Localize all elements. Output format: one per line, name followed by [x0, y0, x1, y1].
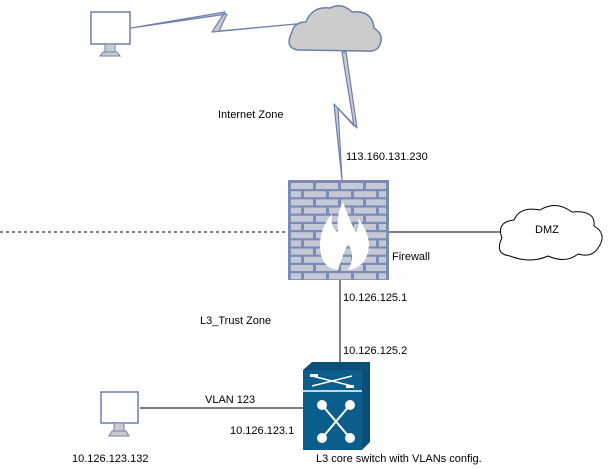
brick — [316, 215, 338, 222]
brick — [291, 265, 313, 271]
firewall-icon — [288, 180, 389, 280]
internet-zone-label: Internet Zone — [218, 109, 284, 121]
brick — [379, 207, 386, 214]
trust-zone-label: L3_Trust Zone — [200, 315, 272, 327]
dmz-label: DMZ — [535, 224, 559, 236]
brick — [329, 273, 351, 280]
vlan-label: VLAN 123 — [205, 394, 256, 406]
brick — [291, 232, 313, 239]
firewall-label: Firewall — [392, 251, 430, 263]
switch-label: L3 core switch with VLANs config. — [316, 453, 482, 465]
brick — [354, 191, 376, 198]
switch-uplink-ip-label: 10.126.125.2 — [343, 345, 408, 357]
brick — [291, 191, 301, 198]
internet-cloud-icon — [288, 5, 382, 52]
brick — [291, 207, 301, 214]
brick — [291, 240, 301, 247]
brick — [291, 199, 313, 206]
uplink-lightning — [333, 51, 358, 181]
brick — [379, 273, 386, 280]
flame-icon — [320, 202, 369, 270]
brick — [366, 183, 386, 189]
brick — [291, 256, 301, 263]
brick — [304, 256, 326, 263]
brick — [304, 273, 326, 280]
brick — [291, 183, 313, 189]
brick — [354, 224, 376, 230]
brick — [366, 199, 386, 206]
wan-link-lightning — [130, 11, 297, 33]
brick — [316, 199, 338, 206]
brick — [379, 240, 386, 247]
brick — [379, 224, 386, 230]
brick — [291, 224, 301, 230]
brick — [379, 191, 386, 198]
brick — [341, 183, 363, 189]
dmz-cloud-icon — [498, 205, 603, 261]
brick — [366, 215, 386, 222]
fw-inside-ip-label: 10.126.125.1 — [343, 292, 408, 304]
brick — [366, 265, 386, 271]
brick — [304, 207, 326, 214]
brick — [291, 273, 301, 280]
host-ip-label: 10.126.123.132 — [72, 453, 149, 465]
brick — [304, 240, 326, 247]
brick — [379, 256, 386, 263]
brick — [341, 215, 363, 222]
brick — [366, 232, 386, 239]
brick — [354, 207, 376, 214]
vlan-gateway-ip-label: 10.126.123.1 — [230, 425, 295, 437]
internet-host-monitor-icon — [90, 11, 131, 57]
brick — [316, 183, 338, 189]
brick — [304, 224, 326, 230]
brick — [291, 248, 313, 255]
l3-switch-icon — [303, 362, 370, 450]
brick — [341, 199, 363, 206]
brick — [354, 256, 376, 263]
brick — [291, 215, 313, 222]
brick — [354, 273, 376, 280]
brick — [366, 248, 386, 255]
brick — [304, 191, 326, 198]
wan-ip-label: 113.160.131.230 — [346, 151, 428, 163]
brick — [316, 265, 338, 271]
brick — [329, 191, 351, 198]
vlan-host-monitor-icon — [100, 391, 139, 437]
